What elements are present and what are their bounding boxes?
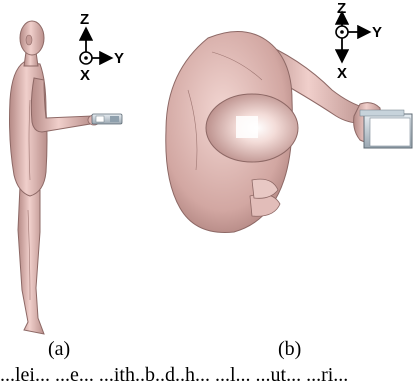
panel-a-axis-y-label: Y <box>114 50 124 67</box>
caption-fragment: ...lei... ...e... ...ith..b..d..h... ...… <box>0 364 349 386</box>
panel-a-device <box>91 113 123 125</box>
panel-b-axis-y-label: Y <box>372 24 382 41</box>
panel-a-axis-triad <box>78 26 114 66</box>
panel-a-body <box>9 20 101 335</box>
panel-b-axis-x-label: X <box>337 65 347 82</box>
panel-b-body <box>165 31 383 233</box>
panel-a-axis-x-label: X <box>80 67 90 84</box>
panel-b-device <box>359 109 413 149</box>
panel-b-axis-z-label: Z <box>337 0 346 17</box>
panel-b-axis-triad <box>334 10 372 64</box>
panel-a-axis-z-label: Z <box>80 11 89 28</box>
panel-b-label: (b) <box>278 338 302 360</box>
panel-a-label: (a) <box>48 338 71 360</box>
